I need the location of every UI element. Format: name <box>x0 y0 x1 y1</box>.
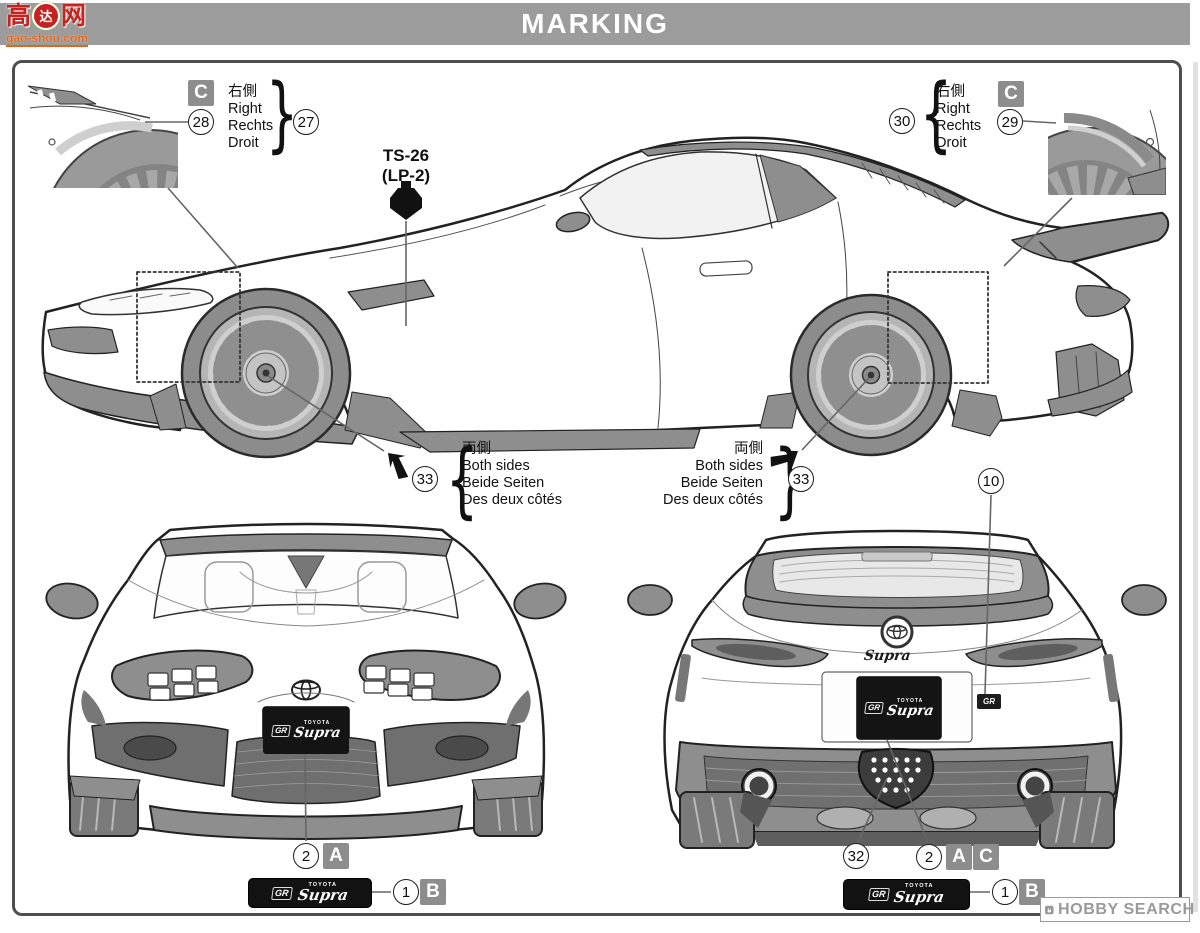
rear-left-tire-icon <box>679 791 772 849</box>
watermark-url: gao-shou.com <box>6 31 89 47</box>
gr-logo: GR <box>867 888 890 901</box>
gr-logo: GR <box>270 724 291 737</box>
side-label-right: 右側 Right Rechts Droit <box>936 84 982 151</box>
page-title: MARKING <box>521 8 669 39</box>
paint-callout: TS-26 (LP-2) <box>381 146 431 185</box>
decal-num-28: 28 <box>188 109 214 135</box>
side-view-illustration <box>41 136 1170 459</box>
watermark-gaoshou: 高 达 网 gao-shou.com <box>6 1 89 47</box>
both-sides-label-right: 両側 Both sides Beide Seiten Des deux côté… <box>663 441 763 508</box>
sheet-box-a-rear: A <box>946 844 972 870</box>
rear-wheel-icon <box>789 293 953 457</box>
paint-bottle-icon <box>390 181 422 220</box>
rear-decal-area-marquee <box>887 271 989 384</box>
front-plate-logo: GR TOYOTA Supra <box>263 707 349 754</box>
decal-num-33-left: 33 <box>412 466 438 492</box>
hobby-search-flame-icon <box>1045 905 1054 914</box>
toyota-wordmark: TOYOTA <box>905 883 934 890</box>
sheet-box-c-left: C <box>188 80 214 106</box>
scan-edge-shadow <box>1193 62 1198 912</box>
rear-plate-logo: GR TOYOTA Supra <box>857 677 941 739</box>
toyota-wordmark: TOYOTA <box>896 697 924 704</box>
sheet-box-a-front: A <box>323 843 349 869</box>
watermark-gear-icon: 达 <box>32 2 61 30</box>
sheet-box-c-rear: C <box>973 844 999 870</box>
sheet-box-b-left: B <box>420 879 446 905</box>
supra-script: Supra <box>885 702 935 719</box>
wheel-arrow-right-icon <box>770 450 798 468</box>
side-label-left: 右側 Right Rechts Droit <box>228 84 274 151</box>
decal-num-27: 27 <box>293 109 319 135</box>
front-right-tire-icon <box>471 775 543 837</box>
toyota-wordmark: TOYOTA <box>308 881 337 888</box>
rear-right-tire-icon <box>1022 791 1115 849</box>
diagram-frame-border <box>12 60 1182 916</box>
gr-supra-logo-strip-right: GR TOYOTA Supra <box>843 879 970 910</box>
rear-fog-light <box>858 748 934 809</box>
leader-lines <box>145 120 1073 893</box>
front-wheel-icon <box>180 287 352 459</box>
supra-script: Supra <box>892 887 946 906</box>
toyota-wordmark: TOYOTA <box>303 720 331 726</box>
page-header-bar: MARKING <box>0 3 1190 45</box>
brace-left-glyph: { <box>445 433 479 528</box>
brace-right-glyph: } <box>265 67 299 162</box>
watermark-cn-right: 网 <box>61 1 87 30</box>
hobby-search-wordmark: HOBBY SEARCH <box>1057 900 1195 918</box>
sheet-box-c-right: C <box>998 81 1024 107</box>
rear-gr-badge: GR <box>977 694 1001 709</box>
toyota-emblem-rear-icon <box>880 615 914 649</box>
gr-logo: GR <box>271 886 293 900</box>
watermark-cn-left: 高 <box>6 1 32 30</box>
decal-num-29: 29 <box>997 109 1023 135</box>
decal-num-30: 30 <box>889 108 915 134</box>
front-left-tire-icon <box>69 775 141 837</box>
rear-deck-supra-script: Supra <box>862 648 912 664</box>
decal-num-10: 10 <box>978 468 1004 494</box>
gr-supra-logo-strip-left: GR TOYOTA Supra <box>248 878 372 908</box>
toyota-emblem-icon <box>291 679 321 701</box>
supra-script: Supra <box>296 886 350 905</box>
both-sides-label-left: 両側 Both sides Beide Seiten Des deux côté… <box>462 441 562 508</box>
decal-num-32: 32 <box>843 843 869 869</box>
decal-num-33-right: 33 <box>788 466 814 492</box>
decal-num-1-right: 1 <box>992 879 1018 905</box>
front-decal-area-marquee <box>136 271 241 383</box>
decal-num-2-rear: 2 <box>916 844 942 870</box>
decal-num-1-left: 1 <box>393 879 419 905</box>
decal-num-2-front: 2 <box>293 843 319 869</box>
rear-fender-inset <box>1048 109 1166 195</box>
front-fender-inset <box>27 85 178 188</box>
hobby-search-logo: HOBBY SEARCH <box>1040 897 1194 922</box>
wheel-arrow-left-icon <box>388 453 409 479</box>
brace-left-glyph: { <box>919 67 953 162</box>
supra-script: Supra <box>292 725 342 741</box>
gr-logo: GR <box>863 702 884 714</box>
